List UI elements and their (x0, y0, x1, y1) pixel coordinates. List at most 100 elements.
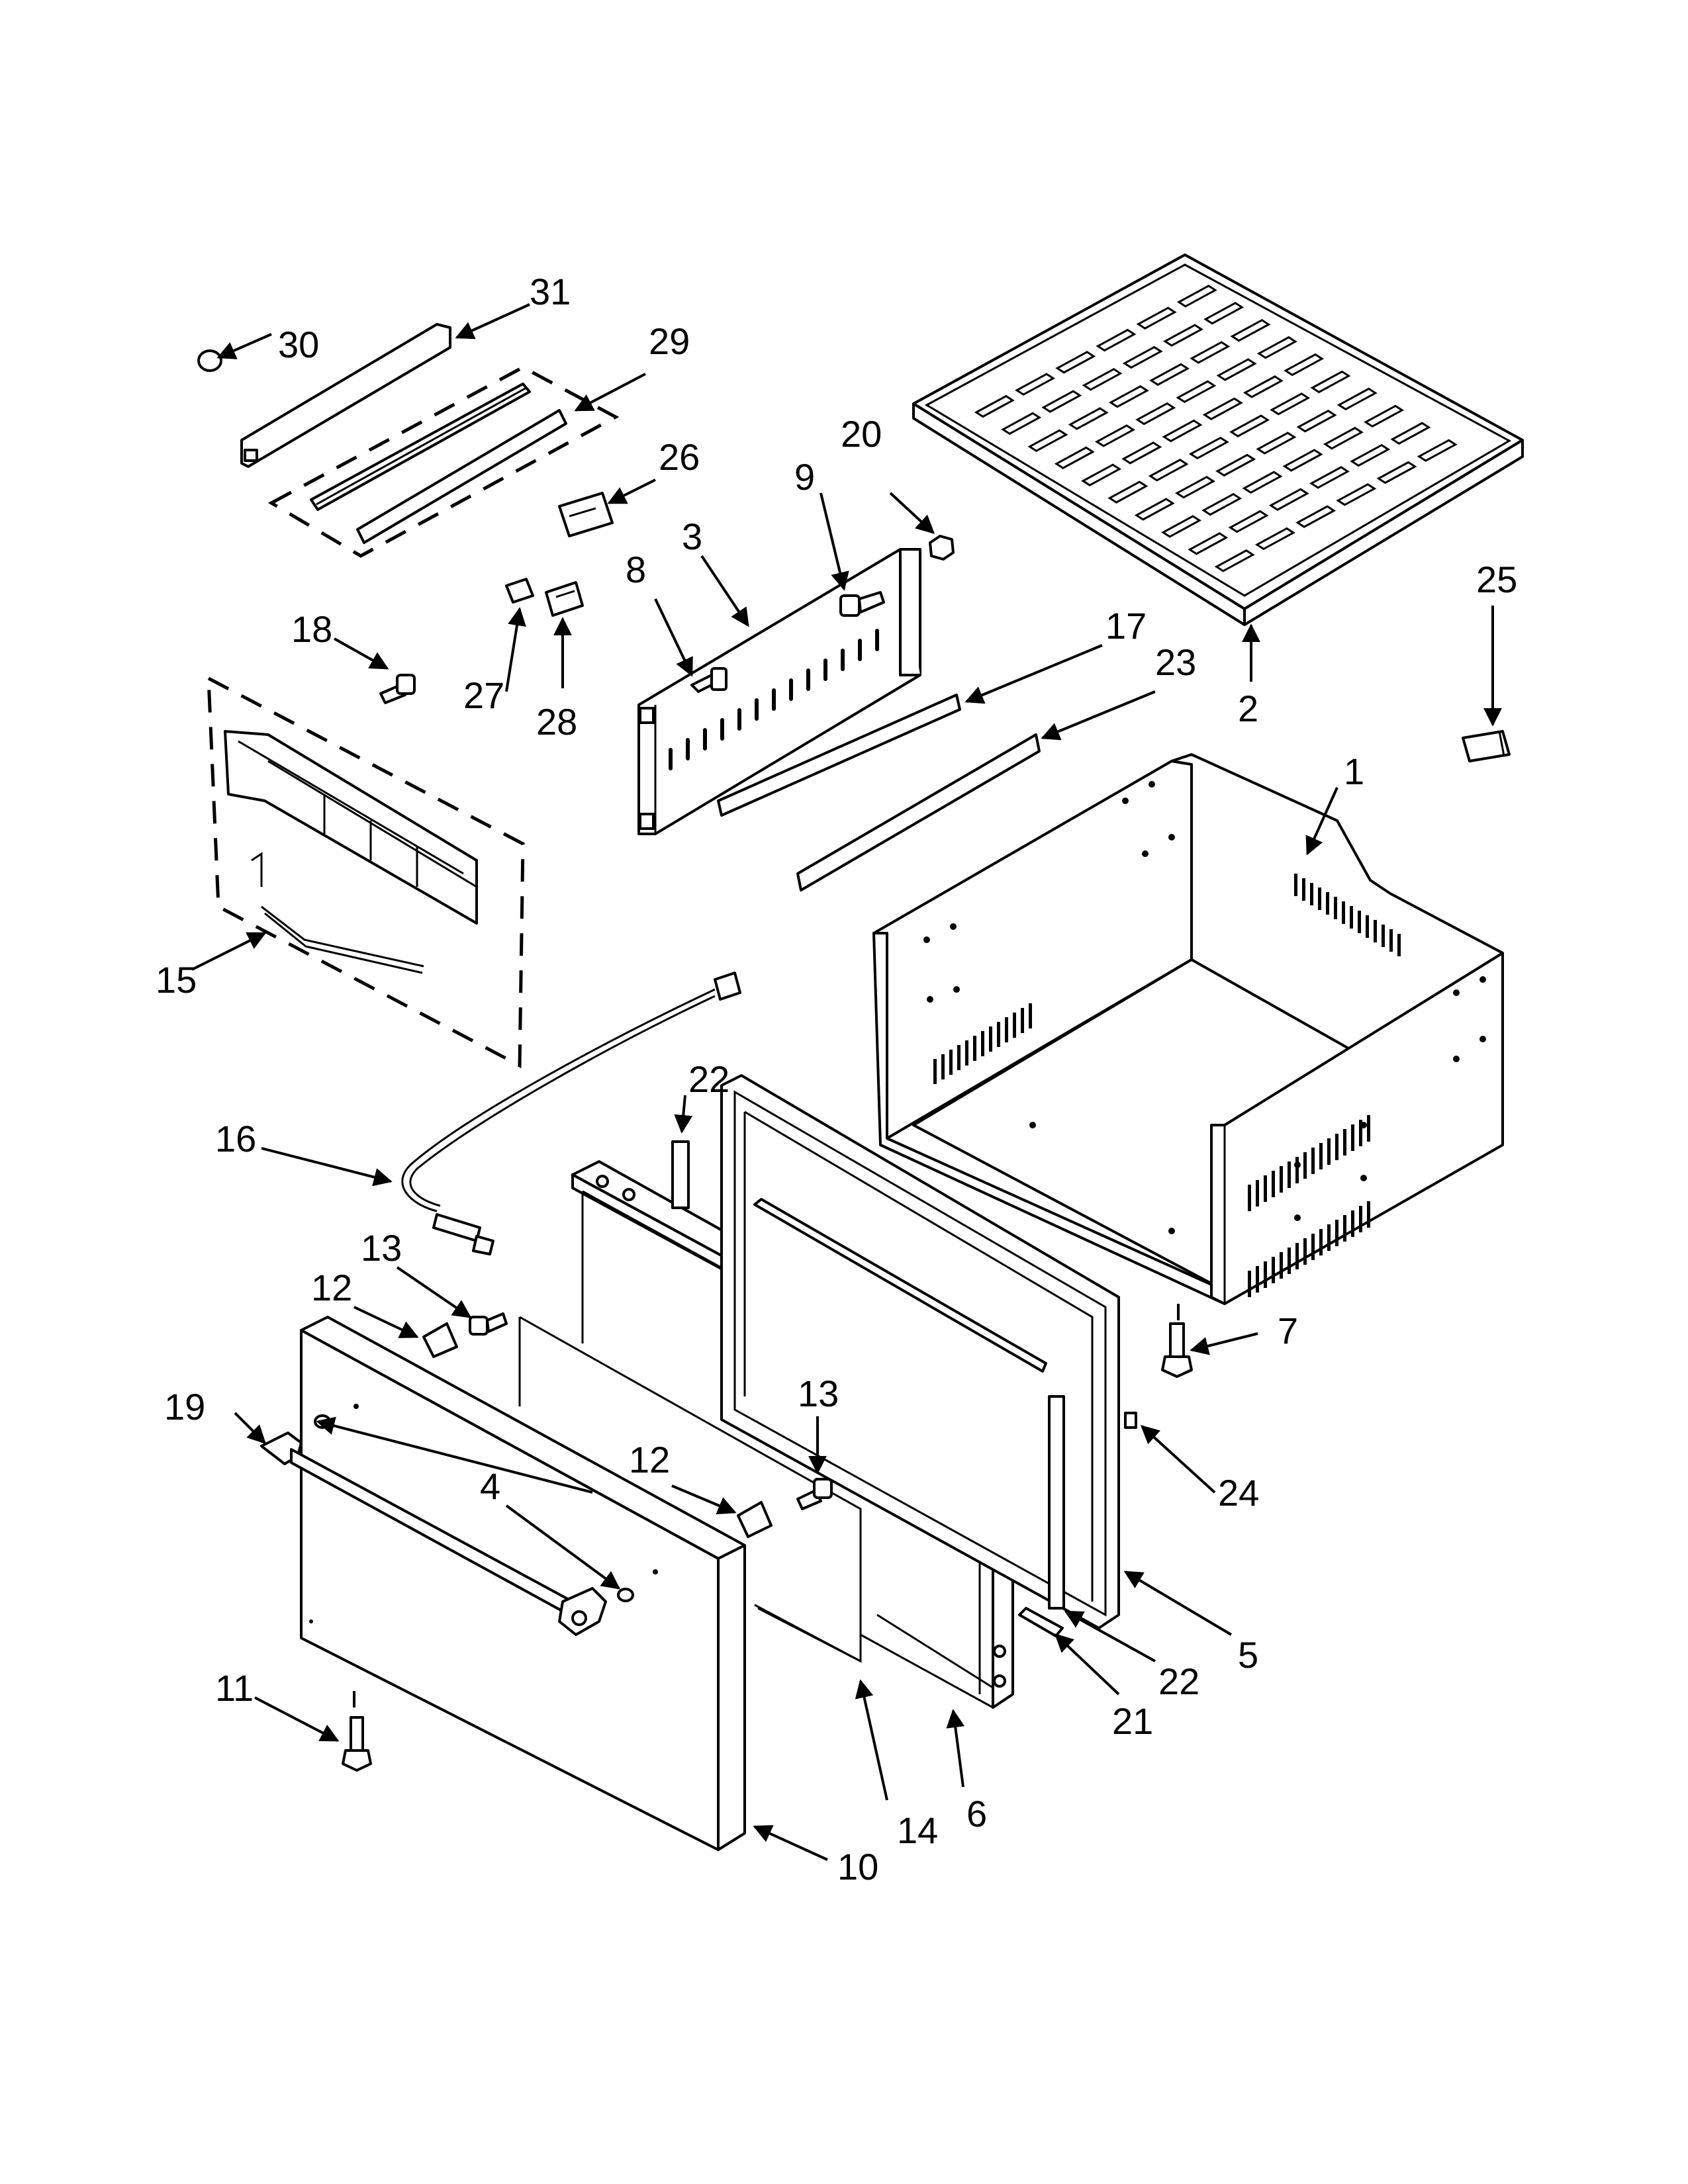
grate-slot (1336, 387, 1378, 411)
mount-hole (1168, 834, 1175, 841)
grate-slot (1270, 392, 1311, 416)
grate-slot (1417, 439, 1458, 462)
grate-slot (1256, 432, 1297, 455)
component-part-26 (558, 492, 614, 537)
mount-hole (1360, 1175, 1367, 1181)
grate-slot (1323, 426, 1364, 450)
strip-part-22-side (1048, 1395, 1065, 1610)
bracket-slot (789, 678, 793, 701)
grate-slot (1015, 373, 1056, 396)
vent-slot (1280, 1166, 1283, 1193)
vent-slot (1294, 874, 1297, 896)
screw-part-11 (342, 1716, 372, 1772)
callout-6: 6 (966, 1793, 987, 1835)
grate-slot (1096, 328, 1137, 352)
screw-part-8 (690, 667, 727, 693)
grate-slot (1081, 463, 1122, 486)
grate-slot (1054, 446, 1095, 469)
grate-slot (1162, 419, 1203, 443)
grate-slot (1228, 510, 1269, 533)
vent-slot (1343, 1129, 1346, 1156)
vent-slot (1303, 1238, 1307, 1265)
grate-slot (1256, 336, 1297, 359)
grate-slot (1296, 409, 1337, 433)
vent-slot (1272, 1171, 1275, 1197)
vent-slot (1327, 1138, 1331, 1165)
vent-slot (1351, 1124, 1354, 1151)
leader-lines (191, 303, 1502, 1861)
callout-20: 20 (841, 413, 882, 455)
grate-slot (1055, 351, 1096, 374)
grate-slot (1243, 375, 1284, 398)
bracket-slot (737, 708, 741, 731)
callout-1: 1 (1344, 751, 1364, 792)
vent-slot (1013, 1013, 1016, 1038)
callout-18: 18 (291, 608, 332, 650)
callout-30: 30 (278, 324, 319, 365)
vent-slot (965, 1040, 968, 1066)
vent-slot (1319, 1143, 1323, 1169)
front-door-10 (300, 1316, 746, 1851)
grate-slot (974, 394, 1015, 418)
grate-slot (1254, 527, 1295, 551)
grate-slot (1202, 397, 1243, 420)
callout-labels: 1 2 3 4 5 6 7 8 9 10 11 12 12 13 13 14 1… (156, 271, 1517, 1888)
callout-11: 11 (215, 1667, 254, 1709)
vent-slot (1382, 925, 1385, 947)
vent-slot (1021, 1008, 1024, 1033)
callout-19: 19 (164, 1386, 205, 1428)
bracket-slots (669, 629, 879, 770)
vent-slot (1358, 911, 1361, 933)
mount-hole (1122, 797, 1129, 804)
vent-slot (1302, 878, 1305, 901)
door-gasket-5 (720, 1074, 1120, 1629)
callout-15: 15 (156, 959, 197, 1001)
vent-slot (1248, 1271, 1251, 1297)
bracket-slot (703, 728, 707, 751)
vent-slot (1350, 906, 1353, 929)
grate-slot (1310, 370, 1351, 394)
callout-13-left: 13 (361, 1227, 402, 1269)
bracket-slot (806, 668, 810, 691)
drawer-bin (872, 753, 1504, 1305)
callout-22-right: 22 (1158, 1661, 1199, 1702)
grate-slot (1188, 436, 1229, 460)
callout-26: 26 (659, 436, 700, 478)
callout-5: 5 (1238, 1634, 1258, 1676)
vent-slot (1335, 1134, 1338, 1160)
vent-slot (941, 1054, 945, 1079)
vent-slot (1029, 1003, 1032, 1028)
callout-24: 24 (1218, 1472, 1259, 1514)
callout-25: 25 (1476, 559, 1517, 600)
callout-9: 9 (794, 456, 815, 498)
callout-23: 23 (1155, 641, 1196, 683)
vent-slot (1359, 1206, 1362, 1232)
washer-part-12-left (422, 1322, 458, 1358)
grate-slot (1190, 341, 1231, 364)
grate-slot (1176, 285, 1217, 308)
strip-part-17 (717, 694, 961, 817)
vent-slot (1359, 1120, 1362, 1146)
callout-8: 8 (626, 549, 646, 590)
callout-16: 16 (215, 1118, 256, 1160)
callout-3: 3 (682, 516, 702, 557)
grate-slot (1134, 498, 1175, 521)
mount-hole (1168, 1228, 1175, 1234)
bracket-slot (772, 688, 776, 711)
bracket-slot (755, 698, 759, 721)
vent-slot (1318, 887, 1321, 910)
vent-slot (949, 1050, 953, 1075)
grate-slot (1229, 414, 1270, 437)
grate-slot (1176, 380, 1217, 404)
vent-slot (1248, 1185, 1251, 1211)
grate-slot (1148, 459, 1189, 482)
callout-28: 28 (536, 701, 577, 743)
grate-slot (1230, 318, 1271, 342)
callout-10: 10 (837, 1846, 878, 1888)
strip-part-22-top (671, 1140, 690, 1209)
mount-hole (1453, 989, 1460, 996)
callout-14: 14 (897, 1809, 938, 1851)
vent-slot (1264, 1175, 1267, 1202)
grate-slot (1216, 358, 1257, 381)
